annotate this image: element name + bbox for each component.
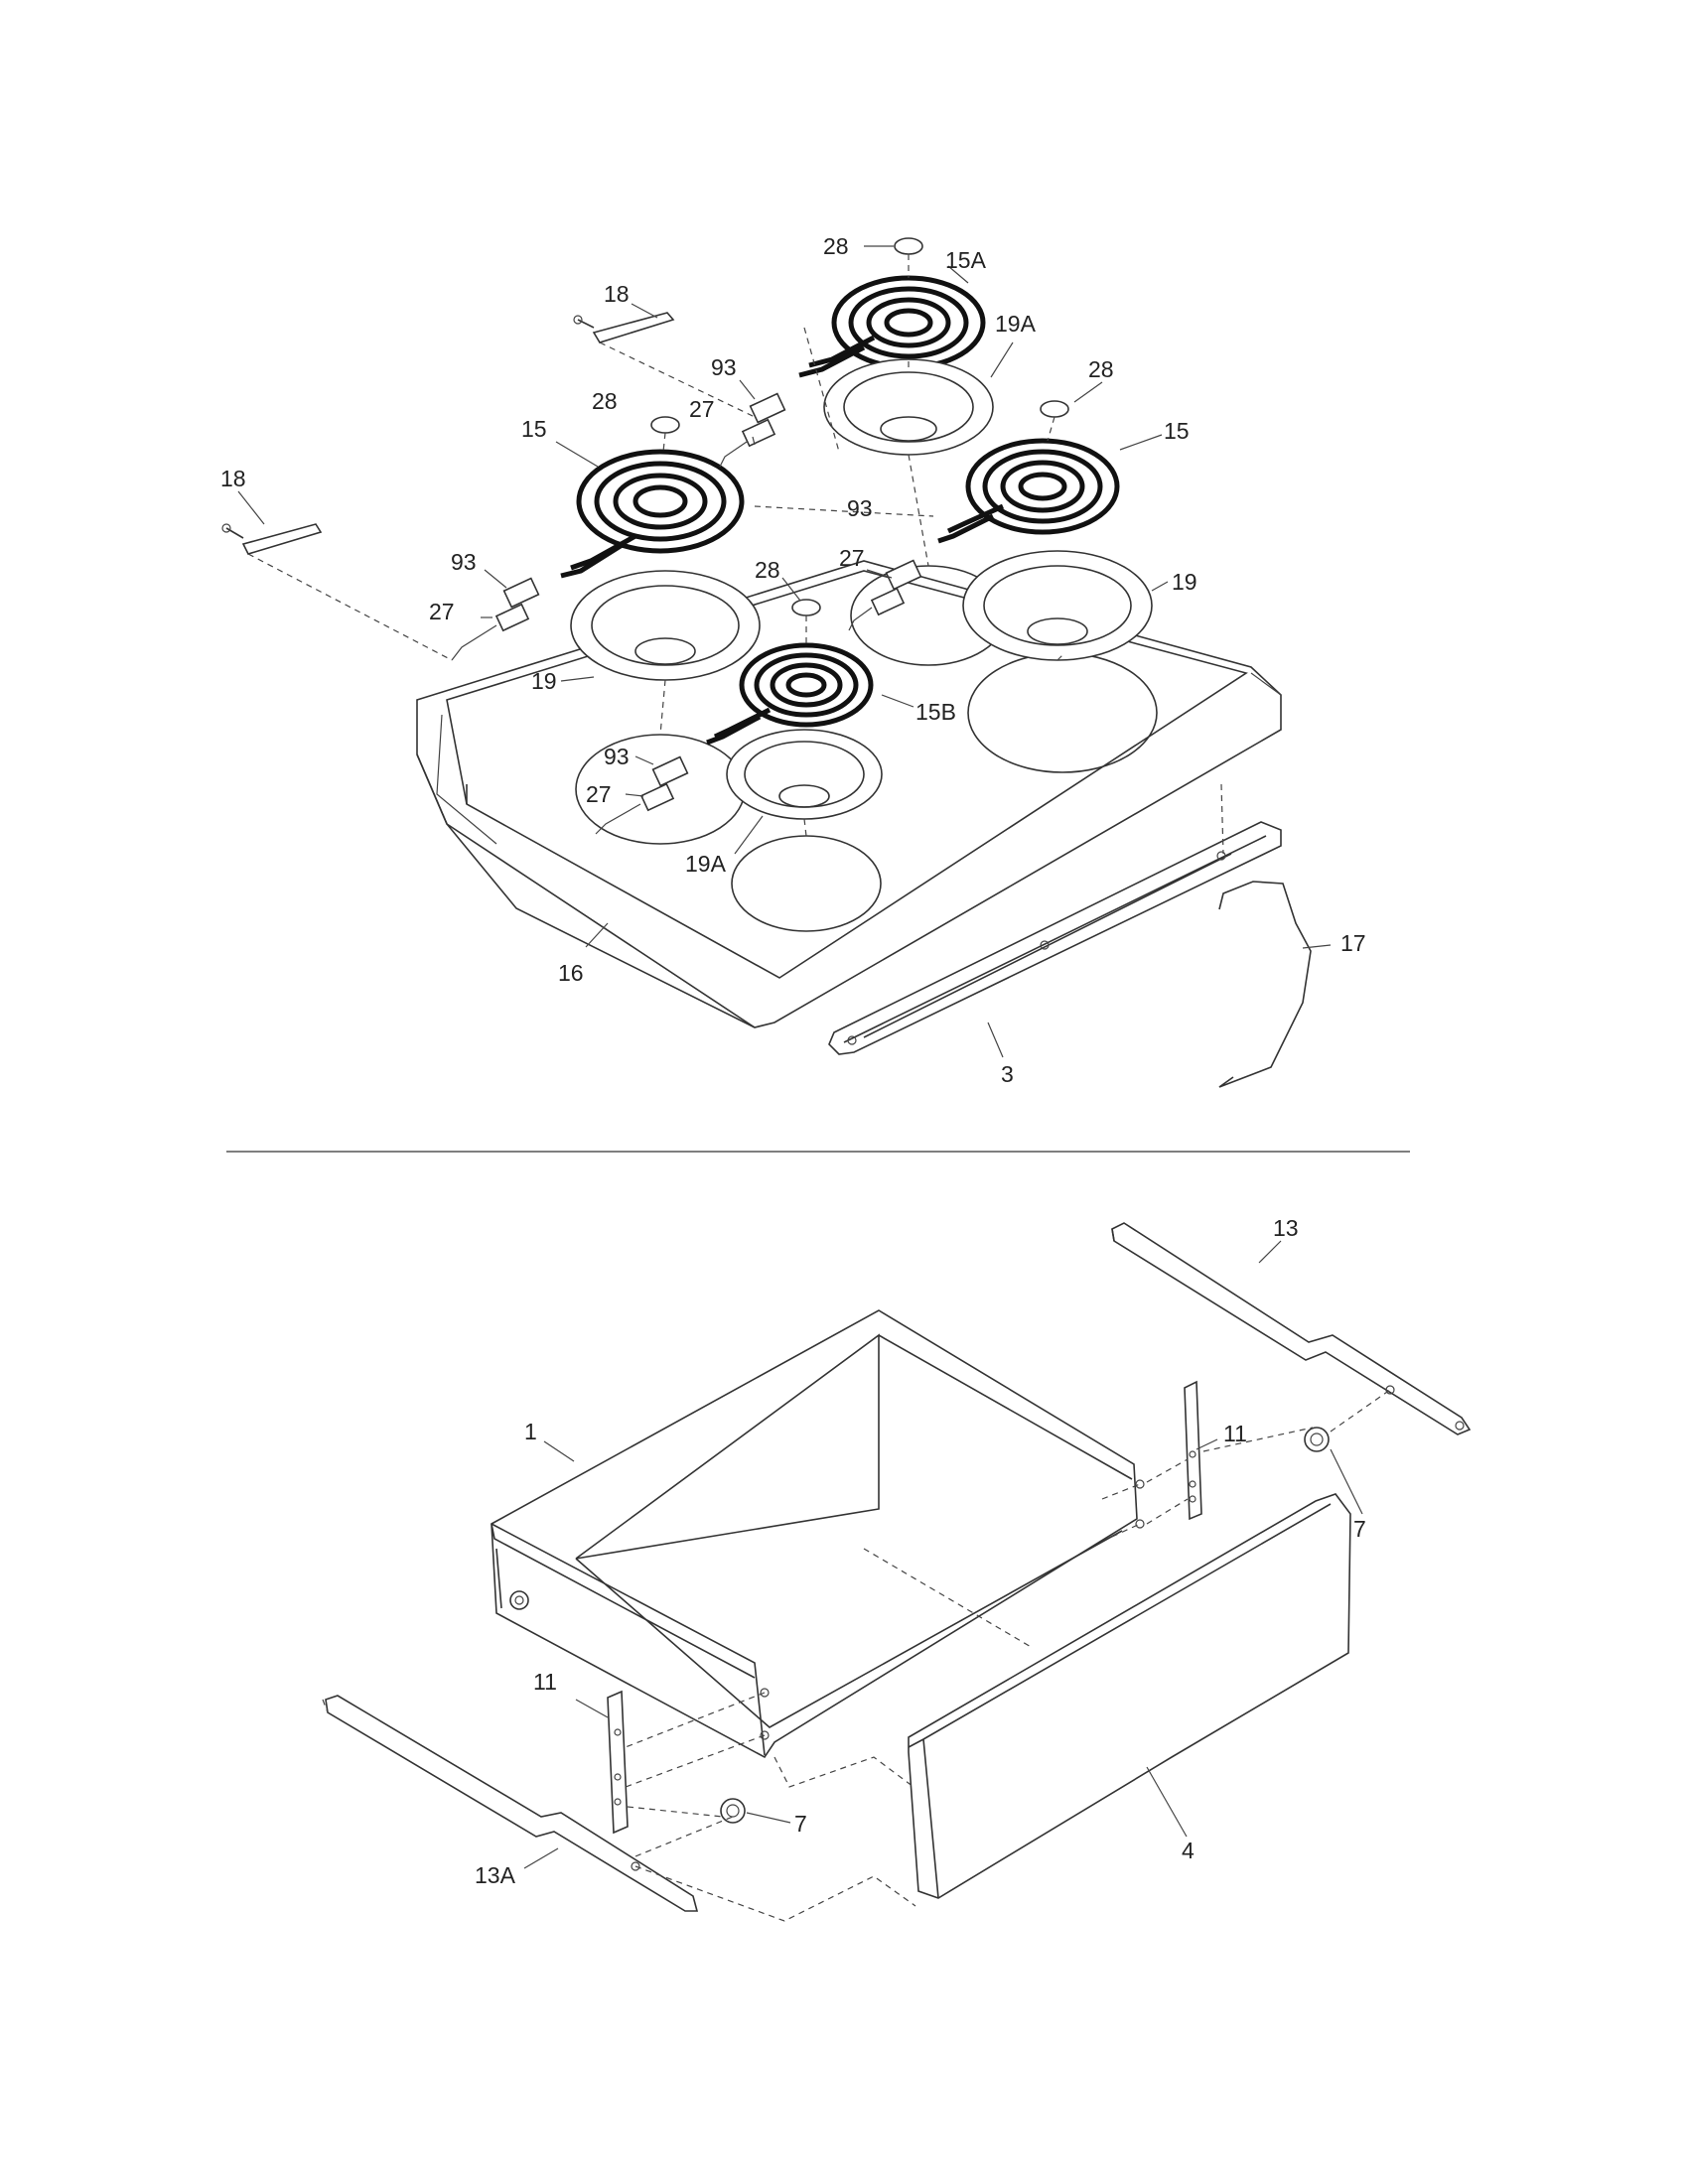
front-trim-bracket	[828, 821, 1282, 1055]
callout-3: 3	[1001, 1061, 1014, 1087]
drawer-slide-13a	[322, 1695, 699, 1912]
surface-element-15-left	[560, 449, 745, 579]
surface-element-15b	[706, 642, 874, 746]
callout-15b: 15B	[915, 699, 956, 725]
drawer-assembly: 13 1 11 7 11 7 13A 4	[322, 1215, 1472, 1922]
cap-28-left	[650, 416, 680, 434]
callout-18-left: 18	[220, 466, 246, 491]
callout-1: 1	[524, 1419, 537, 1444]
callout-15-right: 15	[1164, 418, 1190, 444]
cap-28-right	[1040, 400, 1069, 418]
drawer-slide-13	[1111, 1222, 1472, 1435]
receptacle-93-top	[719, 392, 786, 468]
drip-pan-19-right	[962, 550, 1153, 661]
callout-28-left: 28	[592, 388, 618, 414]
drawer-callouts: 13 1 11 7 11 7 13A 4	[475, 1215, 1366, 1888]
callout-27-center: 27	[839, 545, 865, 571]
callout-28-right: 28	[1088, 356, 1114, 382]
callout-13a: 13A	[475, 1862, 516, 1888]
drawer-leader-lines	[523, 1240, 1363, 1869]
cooktop-assembly-lines	[247, 254, 1224, 855]
drawer-body	[491, 1309, 1145, 1759]
callout-19a-top: 19A	[995, 311, 1037, 337]
callout-15a: 15A	[945, 247, 987, 273]
callout-15-left: 15	[521, 416, 547, 442]
drip-pan-19a-bottom	[726, 729, 883, 820]
surface-element-15-right	[937, 438, 1120, 544]
wire-17	[1218, 881, 1312, 1088]
callout-27-left: 27	[429, 599, 455, 624]
drawer-rail-11-right	[1184, 1380, 1202, 1521]
callout-18-top: 18	[604, 281, 630, 307]
callout-19-left: 19	[531, 668, 557, 694]
callout-17: 17	[1340, 930, 1366, 956]
callout-7-left: 7	[794, 1811, 807, 1837]
drip-pan-19a-top	[823, 358, 994, 456]
receptacle-93-center	[848, 559, 922, 631]
callout-27-front: 27	[586, 781, 612, 807]
callout-4: 4	[1182, 1838, 1195, 1863]
roller-7-right	[1304, 1427, 1330, 1452]
callout-93-center: 93	[847, 495, 873, 521]
callout-11-left: 11	[533, 1669, 557, 1695]
callout-93-front: 93	[604, 744, 630, 769]
receptacle-93-left	[451, 577, 540, 661]
callout-19a-bottom: 19A	[685, 851, 727, 877]
callout-19-right: 19	[1172, 569, 1197, 595]
bracket-18-top	[573, 312, 675, 343]
callout-13: 13	[1273, 1215, 1299, 1241]
drawer-front-panel	[908, 1493, 1351, 1899]
callout-93-left: 93	[451, 549, 477, 575]
drawer-assembly-lines	[625, 1389, 1391, 1922]
callout-16: 16	[558, 960, 584, 986]
callout-7-right: 7	[1353, 1516, 1366, 1542]
callout-28-top: 28	[823, 233, 849, 259]
cap-28-center	[791, 599, 821, 616]
roller-7-left	[720, 1798, 746, 1824]
callout-28-center: 28	[755, 557, 780, 583]
receptacle-93-front	[595, 755, 689, 835]
callout-27-top: 27	[689, 396, 715, 422]
callout-93-top: 93	[711, 354, 737, 380]
cooktop-assembly: 28 15A 18 93 19A 28 28 27 15 15 18 93 93…	[220, 233, 1366, 1088]
callout-11-right: 11	[1223, 1421, 1247, 1446]
bracket-18-left	[221, 523, 323, 555]
cooktop-leader-lines	[237, 245, 1332, 1058]
cooktop-callouts: 28 15A 18 93 19A 28 28 27 15 15 18 93 93…	[220, 233, 1366, 1087]
cap-28-top	[894, 237, 923, 255]
drawer-rail-11-left	[607, 1690, 629, 1835]
drip-pan-19-left	[570, 570, 761, 681]
